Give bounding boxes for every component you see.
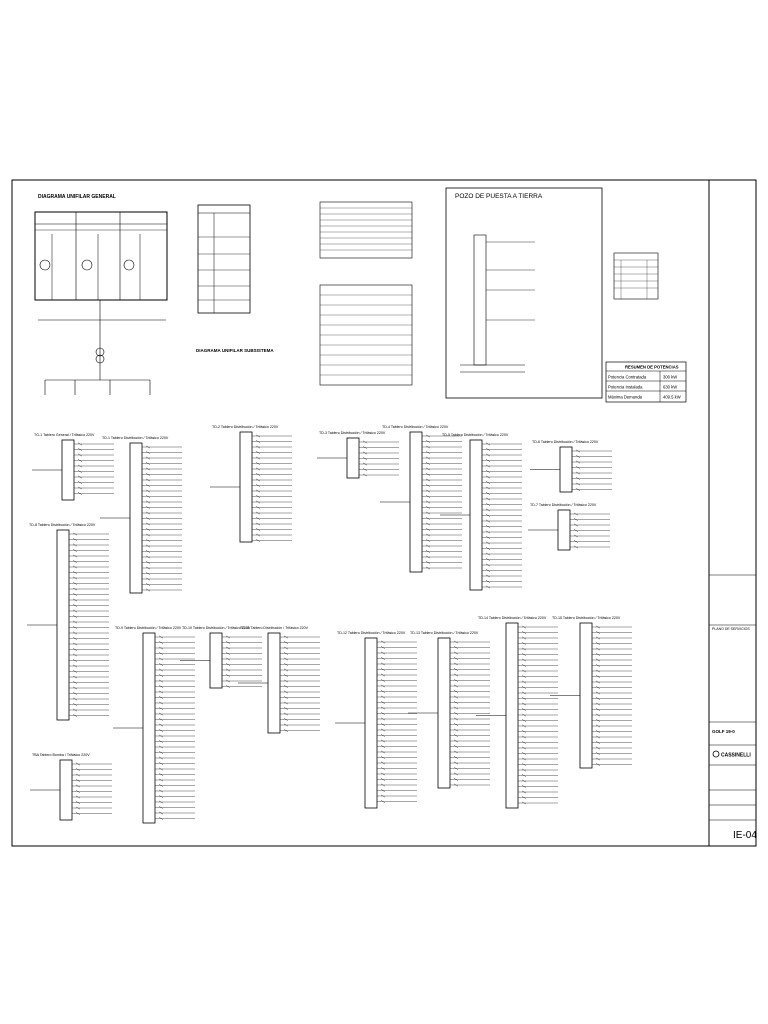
power-row-value: 409.5 kW [663,395,681,400]
board-5: TD-4 Tablero Distribución / Trifásico 22… [380,425,462,573]
board-label: TD-2 Tablero Distribución / Trifásico 22… [212,425,279,429]
company-logo-icon [712,750,720,758]
board-label: TD-5 Tablero Distribución / Trifásico 22… [442,433,509,437]
board-label: TD-3 Tablero Distribución / Trifásico 22… [319,431,386,435]
board-11: TD-10 Tablero Distribución / Trifásico 2… [180,626,262,689]
board-label: TD-14 Tablero Distribución / Trifásico 2… [478,616,547,620]
board-label: TBA Tablero Bomba / Trifásico 220V [32,753,90,757]
grounding-well-detail: POZO DE PUESTA A TIERRA [445,187,603,399]
board-label: TD-13 Tablero Distribución / Trifásico 2… [410,631,479,635]
specs-table [319,284,413,386]
board-7: TD-6 Tablero Distribución / Trifásico 22… [530,440,612,493]
power-summary-title: RESUMEN DE POTENCIAS [625,365,679,370]
general-notes-table [319,201,413,259]
board-13: TD-12 Tablero Distribución / Trifásico 2… [335,631,417,809]
board-14: TD-13 Tablero Distribución / Trifásico 2… [408,631,490,789]
sheet-border [11,179,757,847]
board-12: TD-11 Tablero Distribución / Trifásico 2… [238,626,320,734]
title-block: GOLF 19-0 PLANO DE SERVICIOS CASSINELLI … [709,574,757,841]
board-label: TD-10 Tablero Distribución / Trifásico 2… [182,626,251,630]
secondary-diagram-title: DIAGRAMA UNIFILAR SUBSISTEMA [196,348,274,353]
board-2: TD-1 Tablero Distribución / Trifásico 22… [100,436,182,594]
board-1: TG-1 Tablero General / Trifásico 220V [32,433,114,501]
distribution-boards: TG-1 Tablero General / Trifásico 220V TD-… [27,425,632,824]
board-label: TD-11 Tablero Distribución / Trifásico 2… [240,626,309,630]
grounding-well-title: POZO DE PUESTA A TIERRA [455,193,543,200]
sheet-number: IE-04 [733,830,757,841]
board-6: TD-5 Tablero Distribución / Trifásico 22… [440,433,522,591]
board-label: TD-9 Tablero Distribución / Trifásico 22… [115,626,182,630]
power-row-label: Potencia Instalada [608,385,643,390]
board-label: TD-1 Tablero Distribución / Trifásico 22… [102,436,169,440]
company-name: CASSINELLI [721,753,751,759]
board-label: TG-1 Tablero General / Trifásico 220V [34,433,95,437]
title-block-code: GOLF 19-0 [712,729,735,734]
power-row-value: 300 kW [663,375,677,380]
board-label: TD-8 Tablero Distribución / Trifásico 22… [29,523,96,527]
board-label: TD-6 Tablero Distribución / Trifásico 22… [532,440,599,444]
board-15: TD-14 Tablero Distribución / Trifásico 2… [476,616,558,809]
loads-table [613,252,659,300]
power-row-label: Potencia Contratada [608,375,647,380]
power-summary-table: RESUMEN DE POTENCIAS Potencia Contratada… [605,361,687,403]
board-label: TD-15 Tablero Distribución / Trifásico 2… [552,616,621,620]
board-label: TD-12 Tablero Distribución / Trifásico 2… [337,631,406,635]
board-17: TBA Tablero Bomba / Trifásico 220V [30,753,112,821]
board-16: TD-15 Tablero Distribución / Trifásico 2… [550,616,632,769]
power-row-value: 630 kW [663,385,677,390]
board-3: TD-2 Tablero Distribución / Trifásico 22… [210,425,292,543]
title-block-note: PLANO DE SERVICIOS [712,627,750,631]
main-single-line-diagram [34,211,168,395]
board-label: TD-4 Tablero Distribución / Trifásico 22… [382,425,449,429]
main-diagram-title: DIAGRAMA UNIFILAR GENERAL [38,194,116,200]
board-4: TD-3 Tablero Distribución / Trifásico 22… [317,431,399,479]
board-10: TD-9 Tablero Distribución / Trifásico 22… [113,626,195,824]
symbol-legend [197,204,251,314]
board-9: TD-8 Tablero Distribución / Trifásico 22… [27,523,109,721]
power-row-label: Máxima Demanda [608,395,643,400]
board-8: TD-7 Tablero Distribución / Trifásico 22… [528,503,610,551]
board-label: TD-7 Tablero Distribución / Trifásico 22… [530,503,597,507]
